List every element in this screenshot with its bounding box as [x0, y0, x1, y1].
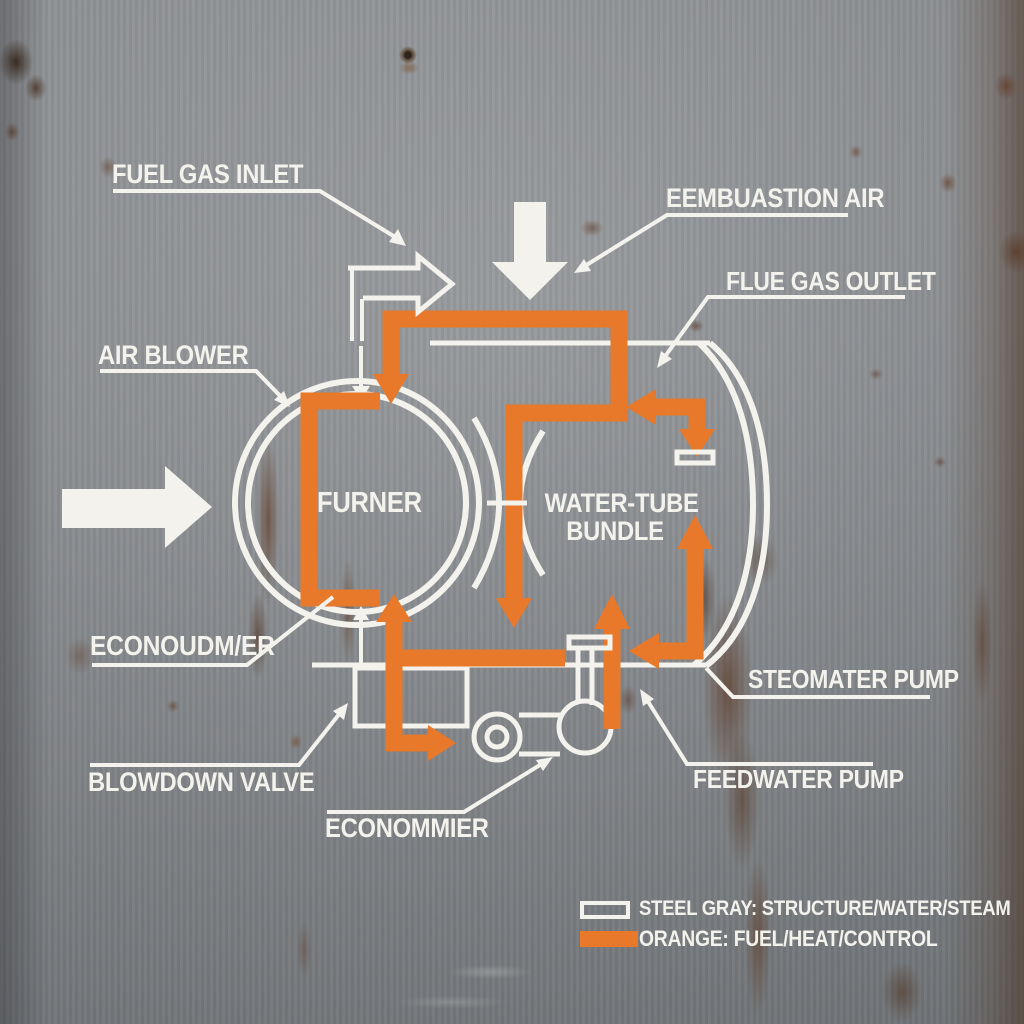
fuel-heat-main-run: [382, 310, 628, 600]
label-furnace: FURNER: [317, 487, 422, 519]
white-overlay-lines: [90, 189, 930, 919]
legend-gray-swatch: [580, 901, 630, 919]
steam-pump-circle: [556, 698, 614, 756]
flue-damper-rect: [674, 449, 716, 466]
steam-pump-riser-pipe: [575, 648, 595, 705]
label-economizer-bottom: ECONOMMIER: [325, 813, 489, 843]
flue-gas-leader-arrowhead: [657, 351, 672, 368]
steam-pump-leader: [704, 666, 930, 699]
riser-left-arrowhead: [629, 633, 659, 669]
steel-structure-lines: [232, 270, 771, 763]
big-down-air-arrow: [492, 202, 568, 300]
fuel-gas-leader-arrowhead: [389, 229, 406, 246]
fuel-inlet-drop-pipe: [350, 270, 364, 341]
label-flue-gas-outlet: FLUE GAS OUTLET: [726, 266, 936, 296]
orange-arrowheads: [373, 374, 715, 947]
flue-gas-outlet-leader: [659, 295, 905, 364]
white-arrows-fill: [62, 202, 672, 771]
label-blowdown-valve: BLOWDOWN VALVE: [88, 767, 315, 797]
legend-orange-text: ORANGE: FUEL/HEAT/CONTROL: [639, 926, 938, 951]
furnace-feed-down-arrowhead: [373, 374, 409, 404]
economizer-leader-arrowhead: [536, 757, 553, 771]
label-fuel-gas-inlet: FUEL GAS INLET: [112, 159, 304, 189]
feedwater-leader-arrowhead: [640, 689, 654, 706]
fuel-gas-hollow-arrow: [348, 250, 456, 318]
pump-body-lines: [519, 712, 561, 757]
feedwater-pump-inner-circle: [484, 724, 510, 750]
steam-pump-flange: [566, 634, 613, 651]
fuel-gas-inlet-leader: [113, 189, 402, 242]
label-water-tube-line1: WATER-TUBE: [544, 488, 699, 518]
label-steam-pump: STEOMATER PUMP: [748, 664, 959, 694]
label-water-tube-line2: BUNDLE: [566, 516, 664, 547]
pump-discharge-up-arrowhead: [594, 594, 630, 629]
label-economizer-left: ECONOUDM/ER: [90, 630, 275, 661]
label-feedwater-pump: FEEDWATER PUMP: [693, 764, 904, 794]
air-blower-leader-arrowhead: [274, 391, 290, 407]
boiler-front-circle-outer: [232, 378, 482, 628]
big-left-inlet-arrow: [62, 466, 212, 548]
blowdown-valve-leader: [90, 706, 346, 767]
feedwater-pump-leader: [642, 693, 873, 766]
combustion-air-leader: [578, 213, 848, 271]
furnace-loop: [300, 392, 380, 607]
riser-branch-elbow: [657, 546, 704, 660]
flue-branch-elbow: [654, 398, 706, 431]
label-air-blower: AIR BLOWER: [98, 340, 249, 370]
combustion-air-leader-arrowhead: [574, 259, 591, 273]
economizer-up-arrowhead: [353, 606, 369, 620]
blowdown-right-arrowhead: [428, 725, 456, 761]
legend-gray-text: STEEL GRAY: STRUCTURE/WATER/STEAM: [639, 897, 1011, 920]
elbow-down-arrowhead: [679, 429, 715, 457]
air-blower-leader: [100, 369, 288, 404]
center-down-arrowhead: [496, 598, 532, 628]
label-combustion-air: EEMBUASTION AIR: [666, 183, 885, 213]
feedwater-pump-outer-circle: [471, 711, 523, 763]
feed-up-arrowhead: [376, 594, 412, 622]
economizer-box: [352, 665, 470, 729]
elbow-left-arrowhead: [626, 389, 656, 425]
boiler-endcap-outer-arc: [704, 340, 771, 669]
legend-orange-swatch: [580, 931, 638, 947]
riser-up-arrowhead: [677, 515, 713, 549]
label-water-tube-bundle: WATER-TUBE BUNDLE: [544, 488, 699, 547]
boiler-endcap-inner-arc: [692, 340, 757, 668]
economizer-left-leader: [92, 595, 335, 667]
blowdown-leader-arrowhead: [333, 703, 348, 720]
economizer-bottom-leader: [327, 758, 550, 814]
